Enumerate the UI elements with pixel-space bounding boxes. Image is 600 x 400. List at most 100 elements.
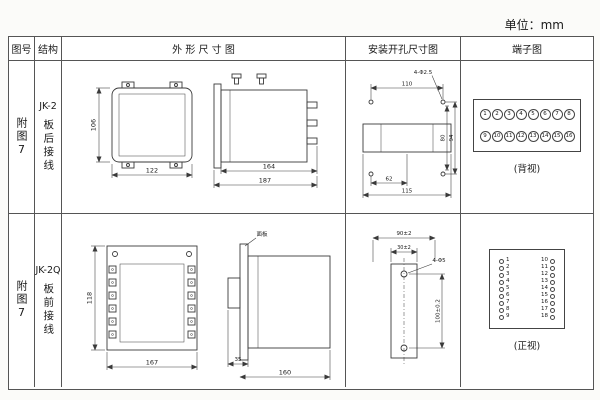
dim-side-depth2: 187 xyxy=(259,177,271,185)
terminal-pair: 6 15 xyxy=(499,293,555,299)
view-label-back: (背视) xyxy=(513,164,541,175)
dim-front-height: 118 xyxy=(86,291,94,303)
panel-label: 面板 xyxy=(256,230,268,238)
terminal-right: 18 xyxy=(541,314,555,320)
header-terminal: 端子图 xyxy=(461,37,593,61)
dim-install-height: 100±0.2 xyxy=(435,299,441,323)
dim-install-width-top: 110 xyxy=(401,82,412,88)
header-install: 安装开孔尺寸图 xyxy=(346,37,461,61)
terminal-right: 16 xyxy=(541,300,555,306)
row2-figure-no: 附图7 xyxy=(9,214,35,387)
jk2-terminal-diagram: 1 2 3 4 5 6 7 8 9 10 11 12 13 14 15 16 xyxy=(473,99,581,152)
terminal-screw-icon xyxy=(499,258,504,264)
jk2q-terminal-diagram: 1 10 2 11 3 12 4 13 5 14 6 15 xyxy=(489,248,565,330)
figure-no-text: 附图7 xyxy=(15,280,28,321)
terminal-left: 5 xyxy=(499,286,510,292)
hole-note: 4-Φ2.5 xyxy=(413,70,432,76)
jk2q-cutout-shape xyxy=(390,257,417,364)
row2-terminal-cell: 1 10 2 11 3 12 4 13 5 14 6 15 xyxy=(461,214,593,387)
terminal-screw-icon xyxy=(499,307,504,313)
terminal-pair: 8 17 xyxy=(499,307,555,313)
terminal-13: 13 xyxy=(527,131,539,142)
terminal-screw-icon xyxy=(499,314,504,320)
terminal-3: 3 xyxy=(503,109,515,120)
jk2-front-dimensions: 106 122 xyxy=(90,87,193,178)
terminal-right: 12 xyxy=(541,272,555,278)
header-outline: 外 形 尺 寸 图 xyxy=(62,37,346,61)
dim-install-width-top: 90±2 xyxy=(396,231,411,237)
terminal-screw-icon xyxy=(550,300,555,306)
terminal-12: 12 xyxy=(515,131,527,142)
terminal-15: 15 xyxy=(551,131,563,142)
terminal-right: 10 xyxy=(541,258,555,264)
row2-install-cell: 90±2 30±2 4-Φ5 100±0.2 xyxy=(346,214,461,387)
terminal-11: 11 xyxy=(503,131,515,142)
terminal-1: 1 xyxy=(479,109,491,120)
figure-no-text: 附图7 xyxy=(15,116,28,158)
terminal-4: 4 xyxy=(515,109,527,120)
terminal-14: 14 xyxy=(539,131,551,142)
terminal-2: 2 xyxy=(491,109,503,120)
jk2q-cutout-dimensions: 90±2 30±2 4-Φ5 100±0.2 xyxy=(372,231,446,348)
terminal-screw-icon xyxy=(550,272,555,278)
dim-front-height: 106 xyxy=(90,119,98,131)
terminal-screw-icon xyxy=(499,300,504,306)
drawing-sheet: 图号 结构 外 形 尺 寸 图 安装开孔尺寸图 端子图 附图7 JK-2 板后接… xyxy=(8,36,594,390)
jk2-side-dimensions: 164 187 xyxy=(213,146,318,188)
jk2q-outline-drawing: 118 167 面板 35 160 xyxy=(86,230,331,380)
jk2-install-drawing: 110 4-Φ2.5 80 94 62 115 xyxy=(362,70,457,198)
terminal-screw-icon xyxy=(550,293,555,299)
terminal-9: 9 xyxy=(479,131,491,142)
row1-outline-cell: 106 122 164 187 xyxy=(62,61,346,214)
jk2q-side-view xyxy=(227,243,331,360)
hole-note: 4-Φ5 xyxy=(432,258,446,264)
terminal-left: 7 xyxy=(499,300,510,306)
terminal-screw-icon xyxy=(499,293,504,299)
terminal-screw-icon xyxy=(550,265,555,271)
header-structure: 结构 xyxy=(35,37,62,61)
dim-install-width-sub: 30±2 xyxy=(397,245,411,251)
jk2q-front-dimensions: 118 167 xyxy=(86,245,198,370)
model-name: JK-2Q xyxy=(35,264,61,276)
terminal-row-bottom: 9 10 11 12 13 14 15 16 xyxy=(479,131,575,142)
terminal-screw-icon xyxy=(499,265,504,271)
dim-install-height-inner: 80 xyxy=(440,134,446,141)
row2-structure: JK-2Q 板前接线 xyxy=(35,214,62,387)
wiring-type: 板后接线 xyxy=(42,119,55,173)
view-label-front: (正视) xyxy=(513,341,541,353)
terminal-row-top: 1 2 3 4 5 6 7 8 xyxy=(479,109,575,120)
jk2q-install-drawing: 90±2 30±2 4-Φ5 100±0.2 xyxy=(372,231,446,364)
jk2q-side-dimensions: 面板 35 160 xyxy=(227,230,331,380)
terminal-screw-icon xyxy=(499,272,504,278)
wiring-type: 板前接线 xyxy=(42,282,55,337)
terminal-left: 3 xyxy=(499,272,510,278)
terminal-right: 14 xyxy=(541,286,555,292)
dim-front-width: 122 xyxy=(146,167,158,175)
model-name: JK-2 xyxy=(39,101,57,112)
terminal-left: 6 xyxy=(499,293,510,299)
jk2-outline-drawing: 106 122 164 187 xyxy=(90,73,318,188)
terminal-left: 9 xyxy=(499,314,510,320)
dim-side-width1: 35 xyxy=(235,357,242,363)
terminal-pair: 5 14 xyxy=(499,286,555,292)
dim-install-width-b2: 115 xyxy=(401,189,412,195)
row1-figure-no: 附图7 xyxy=(9,61,35,214)
terminal-8: 8 xyxy=(563,109,575,120)
terminal-right: 15 xyxy=(541,293,555,299)
terminal-right: 11 xyxy=(541,265,555,271)
terminal-screw-icon xyxy=(550,258,555,264)
terminal-pair: 2 11 xyxy=(499,265,555,271)
terminal-pair: 4 13 xyxy=(499,279,555,285)
terminal-screw-icon xyxy=(499,286,504,292)
row1-terminal-cell: 1 2 3 4 5 6 7 8 9 10 11 12 13 14 15 16 (… xyxy=(461,61,593,214)
terminal-pair: 1 10 xyxy=(499,258,555,264)
row1-structure: JK-2 板后接线 xyxy=(35,61,62,214)
unit-label: 单位：mm xyxy=(504,18,564,32)
terminal-screw-icon xyxy=(550,307,555,313)
terminal-10: 10 xyxy=(491,131,503,142)
dim-side-depth: 160 xyxy=(279,368,291,376)
terminal-left: 8 xyxy=(499,307,510,313)
jk2-cutout-dimensions: 110 4-Φ2.5 80 94 62 115 xyxy=(362,70,457,198)
terminal-screw-icon xyxy=(550,279,555,285)
terminal-screw-icon xyxy=(499,279,504,285)
